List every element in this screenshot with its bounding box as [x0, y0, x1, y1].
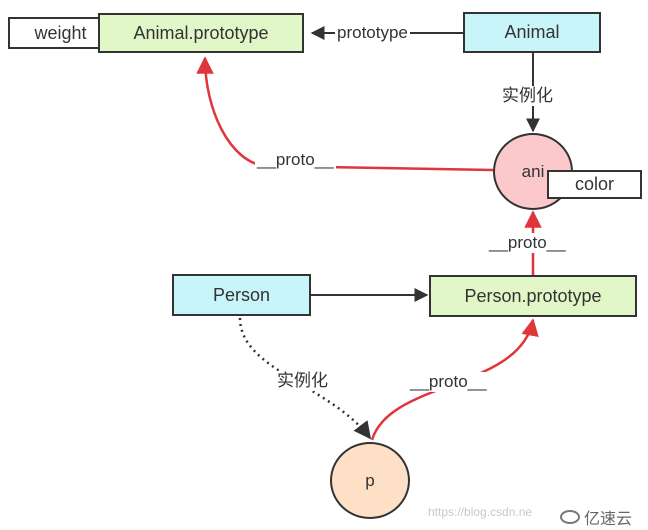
- proto-p-edge-label: __proto__: [408, 372, 489, 392]
- edge-person-to-p: [238, 317, 372, 440]
- p-node: p: [330, 442, 410, 519]
- proto-person-prototype-edge-label: __proto__: [487, 233, 568, 253]
- proto-ani-edge-label: __proto__: [255, 150, 336, 170]
- animal-label: Animal: [504, 22, 560, 42]
- person-prototype-box: Person.prototype: [429, 275, 637, 317]
- animal-prototype-label: Animal.prototype: [133, 22, 269, 43]
- instantiate-top-edge-label: 实例化: [500, 86, 555, 106]
- edge-ani-proto-to-animal-prototype: [196, 56, 494, 172]
- brand-logo-icon: [560, 510, 580, 524]
- color-box: color: [547, 170, 642, 199]
- weight-box: weight: [8, 17, 113, 49]
- person-prototype-label: Person.prototype: [464, 285, 602, 306]
- weight-label: weight: [34, 22, 87, 43]
- animal-prototype-box: Animal.prototype: [98, 13, 304, 53]
- brand-logo-text: 亿速云: [584, 511, 633, 528]
- watermark-url: https://blog.csdn.ne: [428, 505, 533, 519]
- animal-box: Animal: [463, 12, 601, 53]
- ani-label: ani: [521, 161, 545, 181]
- person-box: Person: [172, 274, 311, 316]
- instantiate-bottom-edge-label: 实例化: [275, 371, 330, 391]
- prototype-edge-label: prototype: [335, 23, 410, 43]
- color-label: color: [574, 174, 614, 194]
- brand-logo: 亿速云: [560, 505, 632, 529]
- person-label: Person: [212, 284, 271, 305]
- p-label: p: [365, 470, 375, 490]
